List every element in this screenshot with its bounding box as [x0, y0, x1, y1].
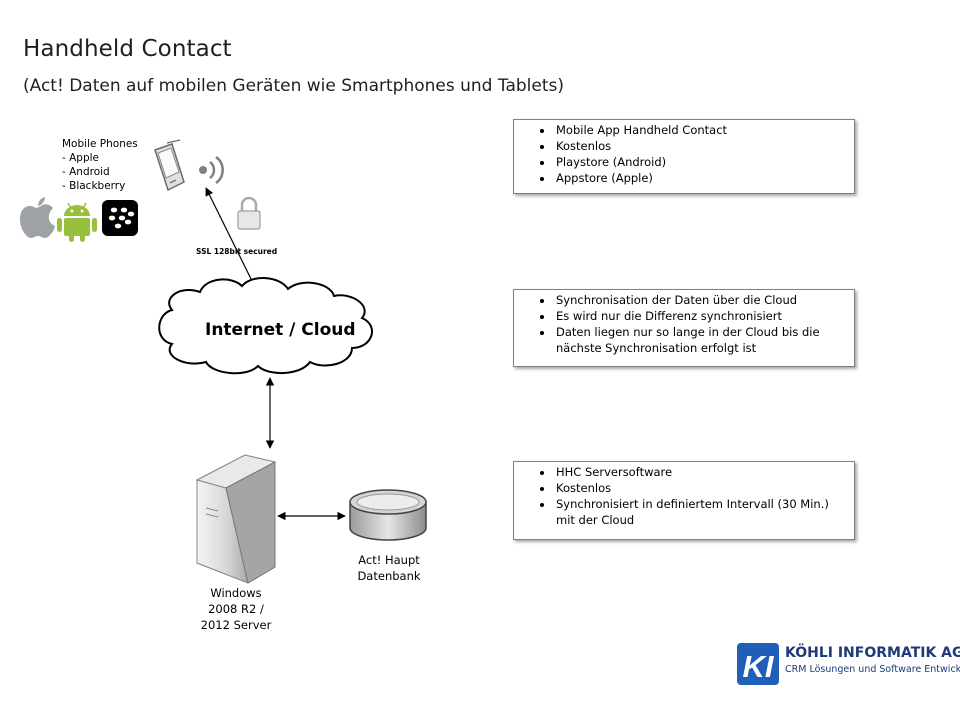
mobile-phones-label: Mobile Phones - Apple - Android - Blackb… — [62, 137, 138, 193]
info-bullet: Es wird nur die Differenz synchronisiert — [554, 308, 848, 324]
server-label-line: 2012 Server — [200, 618, 272, 632]
android-icon — [57, 202, 97, 242]
server-label-line: Windows — [210, 586, 262, 600]
lock-icon — [237, 196, 261, 230]
phone-cloud-arrow — [205, 187, 258, 292]
info-bullet: HHC Serversoftware — [554, 464, 848, 480]
server-label-line: 2008 R2 / — [208, 602, 264, 616]
info-bullet: Appstore (Apple) — [554, 170, 848, 186]
info-box-mobile-app: Mobile App Handheld Contact Kostenlos Pl… — [513, 119, 855, 194]
mobile-platform-android: - Android — [62, 166, 110, 178]
database-label-line: Act! Haupt — [358, 553, 420, 567]
info-bullet: Kostenlos — [554, 138, 848, 154]
info-bullet: Synchronisiert in definiertem Intervall … — [554, 496, 848, 528]
ssl-label: SSL 128bit secured — [196, 247, 278, 256]
mobile-platform-blackberry: - Blackberry — [62, 180, 126, 192]
blackberry-icon — [102, 200, 138, 236]
info-bullet: Mobile App Handheld Contact — [554, 122, 848, 138]
info-bullet: Kostenlos — [554, 480, 848, 496]
cloud-label: Internet / Cloud — [205, 320, 356, 340]
mobile-device-icon — [154, 139, 185, 192]
database-label-line: Datenbank — [357, 569, 421, 583]
company-tagline: CRM Lösungen und Software Entwicklung — [785, 664, 960, 675]
mobile-platform-apple: - Apple — [62, 152, 100, 164]
koehli-logo-mark: KI — [737, 643, 779, 685]
page-subtitle: (Act! Daten auf mobilen Geräten wie Smar… — [23, 76, 564, 96]
info-bullet: Synchronisation der Daten über die Cloud — [554, 292, 848, 308]
database-icon — [349, 489, 427, 541]
database-label: Act! Haupt Datenbank — [344, 552, 434, 584]
info-box-cloud-sync: Synchronisation der Daten über die Cloud… — [513, 289, 855, 367]
internet-cloud-shape — [158, 277, 374, 375]
wireless-signal-icon — [199, 155, 224, 185]
info-box-server-software: HHC Serversoftware Kostenlos Synchronisi… — [513, 461, 855, 540]
page-title: Handheld Contact — [23, 36, 232, 62]
info-bullet: Daten liegen nur so lange in der Cloud b… — [554, 324, 848, 356]
server-tower-icon — [195, 454, 277, 584]
mobile-phones-heading: Mobile Phones — [62, 138, 138, 150]
logo-mark-text: KI — [743, 649, 775, 684]
server-label: Windows 2008 R2 / 2012 Server — [190, 585, 282, 633]
company-name: KÖHLI INFORMATIK AG — [785, 645, 960, 661]
info-bullet: Playstore (Android) — [554, 154, 848, 170]
apple-icon — [20, 197, 55, 238]
